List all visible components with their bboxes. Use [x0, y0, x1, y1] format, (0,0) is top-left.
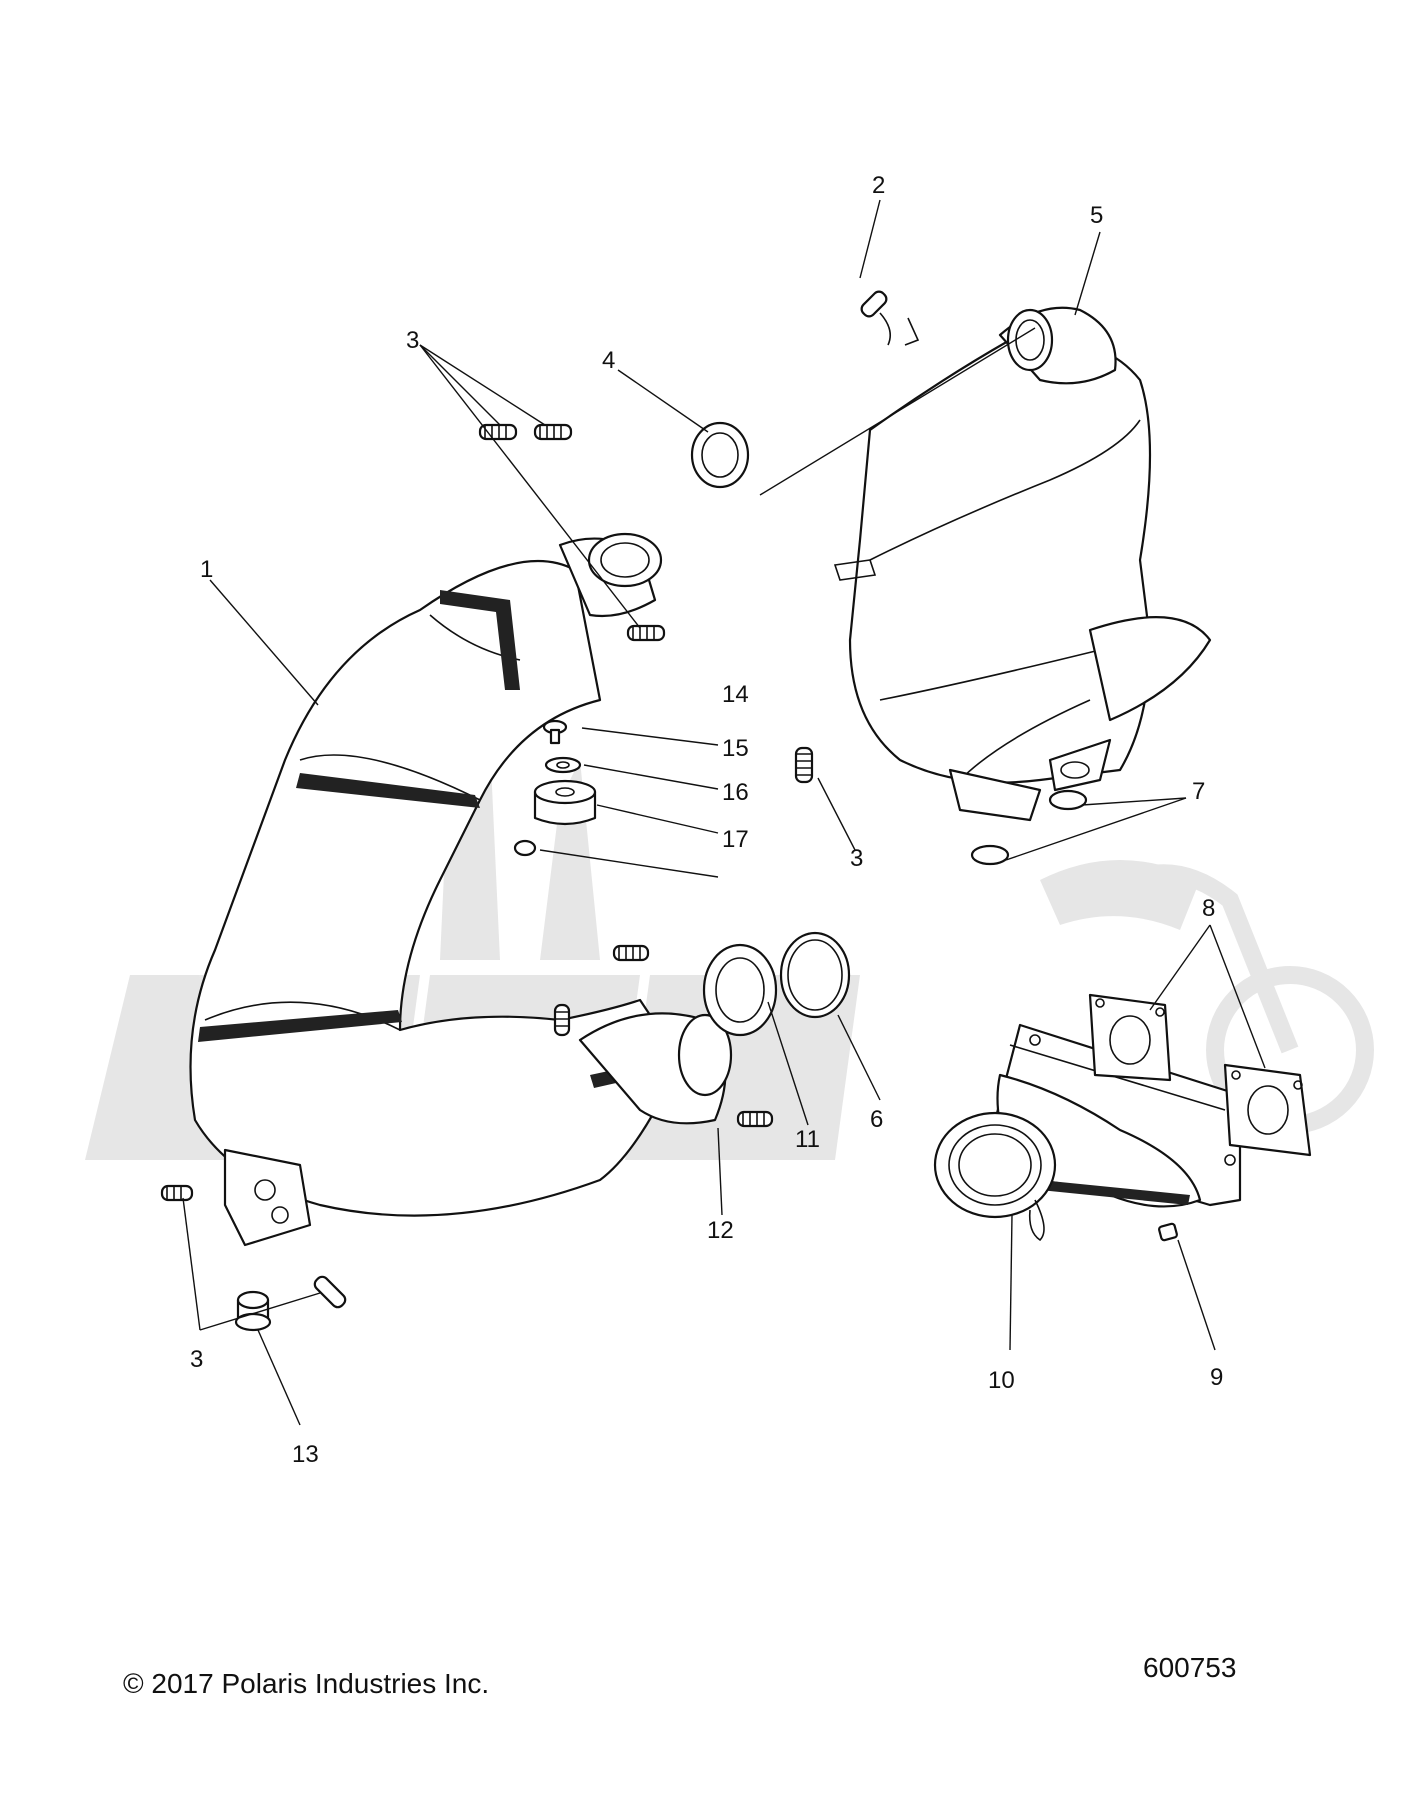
callout-16: 16: [722, 779, 749, 806]
spring-bottom-left: [160, 1184, 194, 1202]
callout-12: 12: [707, 1217, 734, 1244]
callout-4: 4: [602, 347, 615, 374]
expansion-pipe-part: [189, 532, 733, 1247]
callout-13: 13: [292, 1441, 319, 1468]
callout-17: 17: [722, 826, 749, 853]
callout-2: 2: [872, 172, 885, 199]
callout-9: 9: [1210, 1364, 1223, 1391]
spring-top-left-c: [626, 624, 666, 642]
callout-11: 11: [795, 1126, 820, 1153]
spring-2: [860, 290, 891, 346]
callout-3-bottom: 3: [190, 1346, 203, 1373]
callout-14: 14: [722, 681, 749, 708]
bolt-9: [1158, 1222, 1178, 1242]
washer-15: [544, 756, 582, 774]
spring-top-left-b: [533, 423, 573, 441]
callout-8: 8: [1202, 895, 1215, 922]
seal-ring-4: [690, 421, 750, 489]
callout-3-mid: 3: [850, 845, 863, 872]
grommet-16: [533, 779, 597, 826]
seal-ring-11: [702, 943, 778, 1037]
callout-10: 10: [988, 1367, 1015, 1394]
callout-15: 15: [722, 735, 749, 762]
callout-5: 5: [1090, 202, 1103, 229]
grommets-7: [970, 789, 1088, 866]
manifold-part: [933, 1023, 1242, 1242]
spring-mid-a: [612, 944, 650, 962]
springs: [160, 290, 891, 1309]
spring-top-left-a: [478, 423, 518, 441]
callout-3-top: 3: [406, 327, 419, 354]
nut-17: [513, 839, 537, 857]
gasket-ring-6: [779, 931, 851, 1019]
copyright-notice: © 2017 Polaris Industries Inc.: [123, 1668, 490, 1699]
flange-gaskets: [1088, 993, 1312, 1157]
muffler-part: [833, 306, 1212, 822]
spring-12: [736, 1110, 774, 1128]
callout-labels: 1 2 3 4 5 14 15 16 17 3 7 8 6 11 12 10 9…: [190, 172, 1223, 1468]
spring-muffler-side: [794, 746, 814, 784]
leader-lines: [182, 199, 1266, 1426]
screw-14: [542, 719, 568, 745]
callout-6: 6: [870, 1106, 883, 1133]
callout-7: 7: [1192, 778, 1205, 805]
spring-mid-b: [553, 1003, 571, 1037]
spring-bottom-right: [313, 1275, 347, 1309]
grommet-13: [234, 1290, 272, 1332]
figure-number: 600753: [1143, 1652, 1237, 1683]
callout-1: 1: [200, 556, 213, 583]
